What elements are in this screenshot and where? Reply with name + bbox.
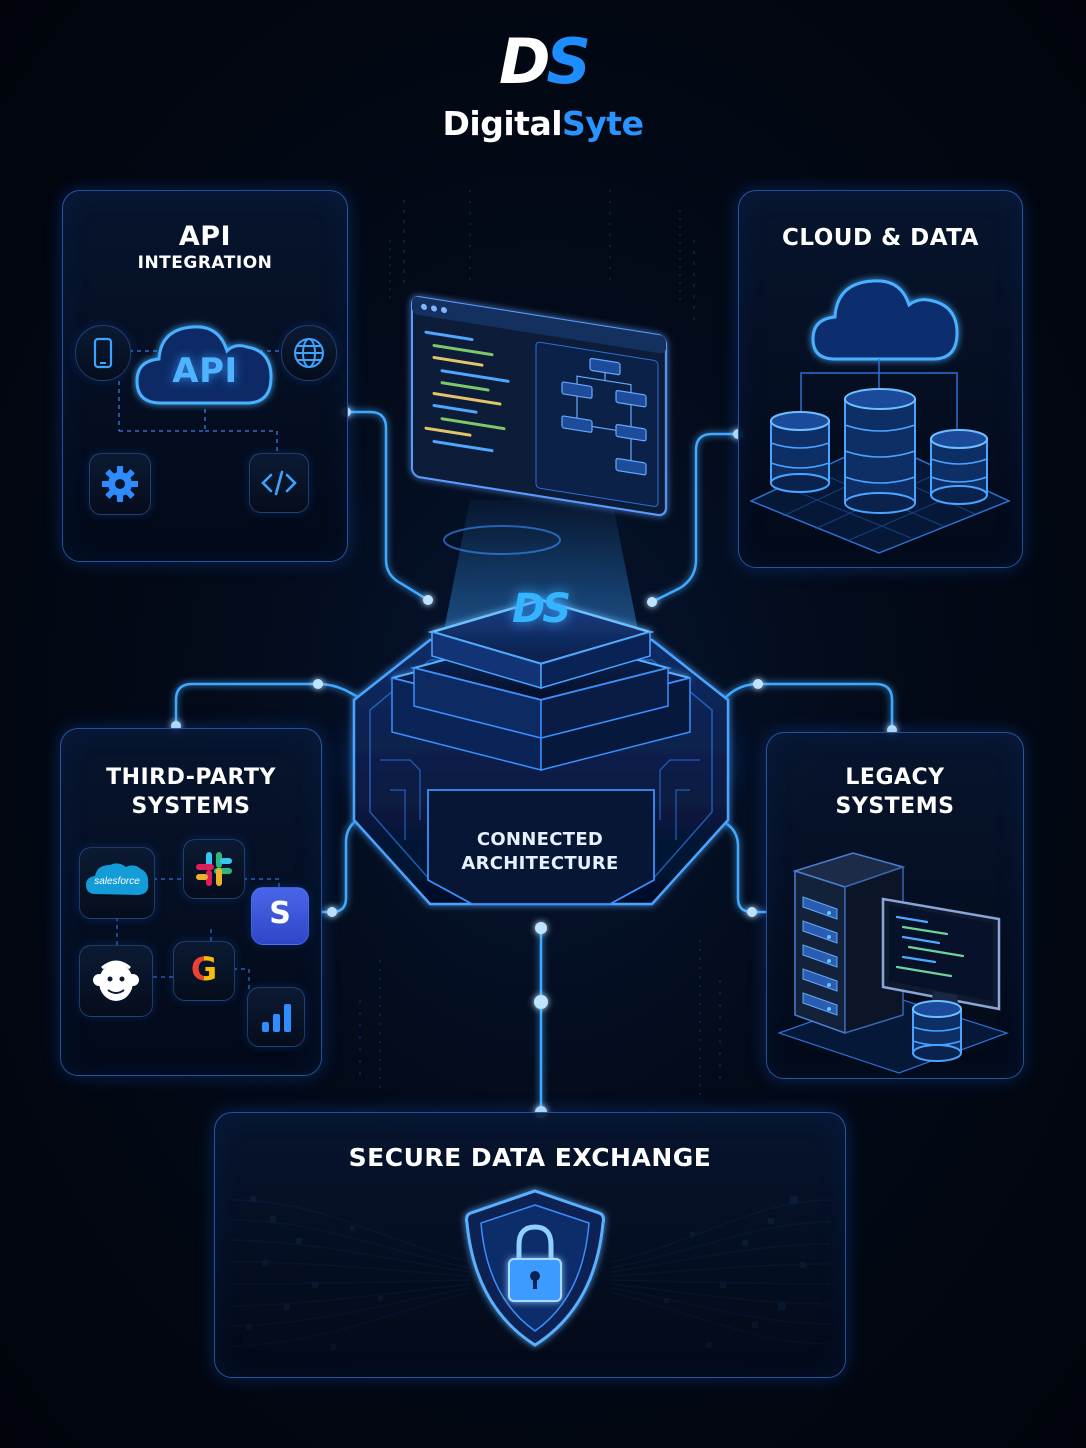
stripe-label: S — [269, 896, 291, 931]
cloud-icon — [811, 279, 959, 361]
brand-logo: DS — [498, 25, 591, 98]
panel-title-line2: SYSTEMS — [835, 794, 955, 819]
hub-label-line2: ARCHITECTURE — [461, 853, 619, 874]
panel-subtitle: INTEGRATION — [137, 253, 273, 273]
shield-lock-icon — [465, 1189, 605, 1347]
panel-title: THIRD-PARTY SYSTEMS — [61, 763, 321, 821]
panel-title: SECURE DATA EXCHANGE — [348, 1143, 712, 1172]
panel-secure-data-exchange: SECURE DATA EXCHANGE — [214, 1112, 846, 1378]
salesforce-label: salesforce — [94, 876, 140, 887]
stripe-logo: S — [251, 887, 309, 945]
code-screen — [411, 296, 667, 517]
panel-title-line1: LEGACY — [845, 765, 945, 790]
mobile-icon — [75, 325, 131, 381]
monitor-icon — [881, 897, 1001, 1013]
panel-title: CLOUD & DATA — [782, 225, 979, 251]
hologram-beam — [442, 500, 640, 640]
panel-title-line1: THIRD-PARTY — [106, 765, 276, 790]
brand-name: DigitalSyte — [442, 104, 644, 143]
google-label: G — [174, 950, 234, 988]
panel-cloud-data: CLOUD & DATA — [738, 190, 1023, 568]
data-rain — [359, 190, 721, 1100]
brand-header: DS DigitalSyte — [0, 26, 1086, 144]
database-icon — [770, 388, 988, 514]
mailchimp-logo — [79, 945, 153, 1017]
legacy-graphic — [777, 852, 1009, 1074]
hub-label: CONNECTED ARCHITECTURE — [420, 828, 660, 876]
salesforce-logo: salesforce — [79, 847, 155, 919]
cloud-data-graphic — [749, 279, 1011, 554]
code-icon — [249, 453, 309, 513]
slack-logo — [183, 839, 245, 899]
connectors — [174, 410, 894, 1112]
panel-third-party-systems: THIRD-PARTY SYSTEMS salesforce S G — [60, 728, 322, 1076]
panel-title: API — [178, 221, 232, 252]
api-cloud-icon — [135, 325, 273, 405]
api-graphic — [118, 350, 281, 453]
panel-api-integration: API INTEGRATION API — [62, 190, 348, 562]
third-party-links — [116, 878, 280, 989]
gear-icon — [89, 453, 151, 515]
central-hub — [351, 598, 731, 906]
api-cloud-label: API — [172, 351, 238, 391]
hub-logo: DS — [511, 586, 571, 632]
google-logo: G — [173, 941, 235, 1001]
database-icon — [912, 1000, 962, 1062]
globe-icon — [281, 325, 337, 381]
hub-label-line1: CONNECTED — [476, 829, 604, 850]
panel-legacy-systems: LEGACY SYSTEMS — [766, 732, 1024, 1079]
panel-title: LEGACY SYSTEMS — [767, 763, 1023, 821]
analytics-logo — [247, 987, 305, 1047]
panel-title-line2: SYSTEMS — [131, 794, 251, 819]
